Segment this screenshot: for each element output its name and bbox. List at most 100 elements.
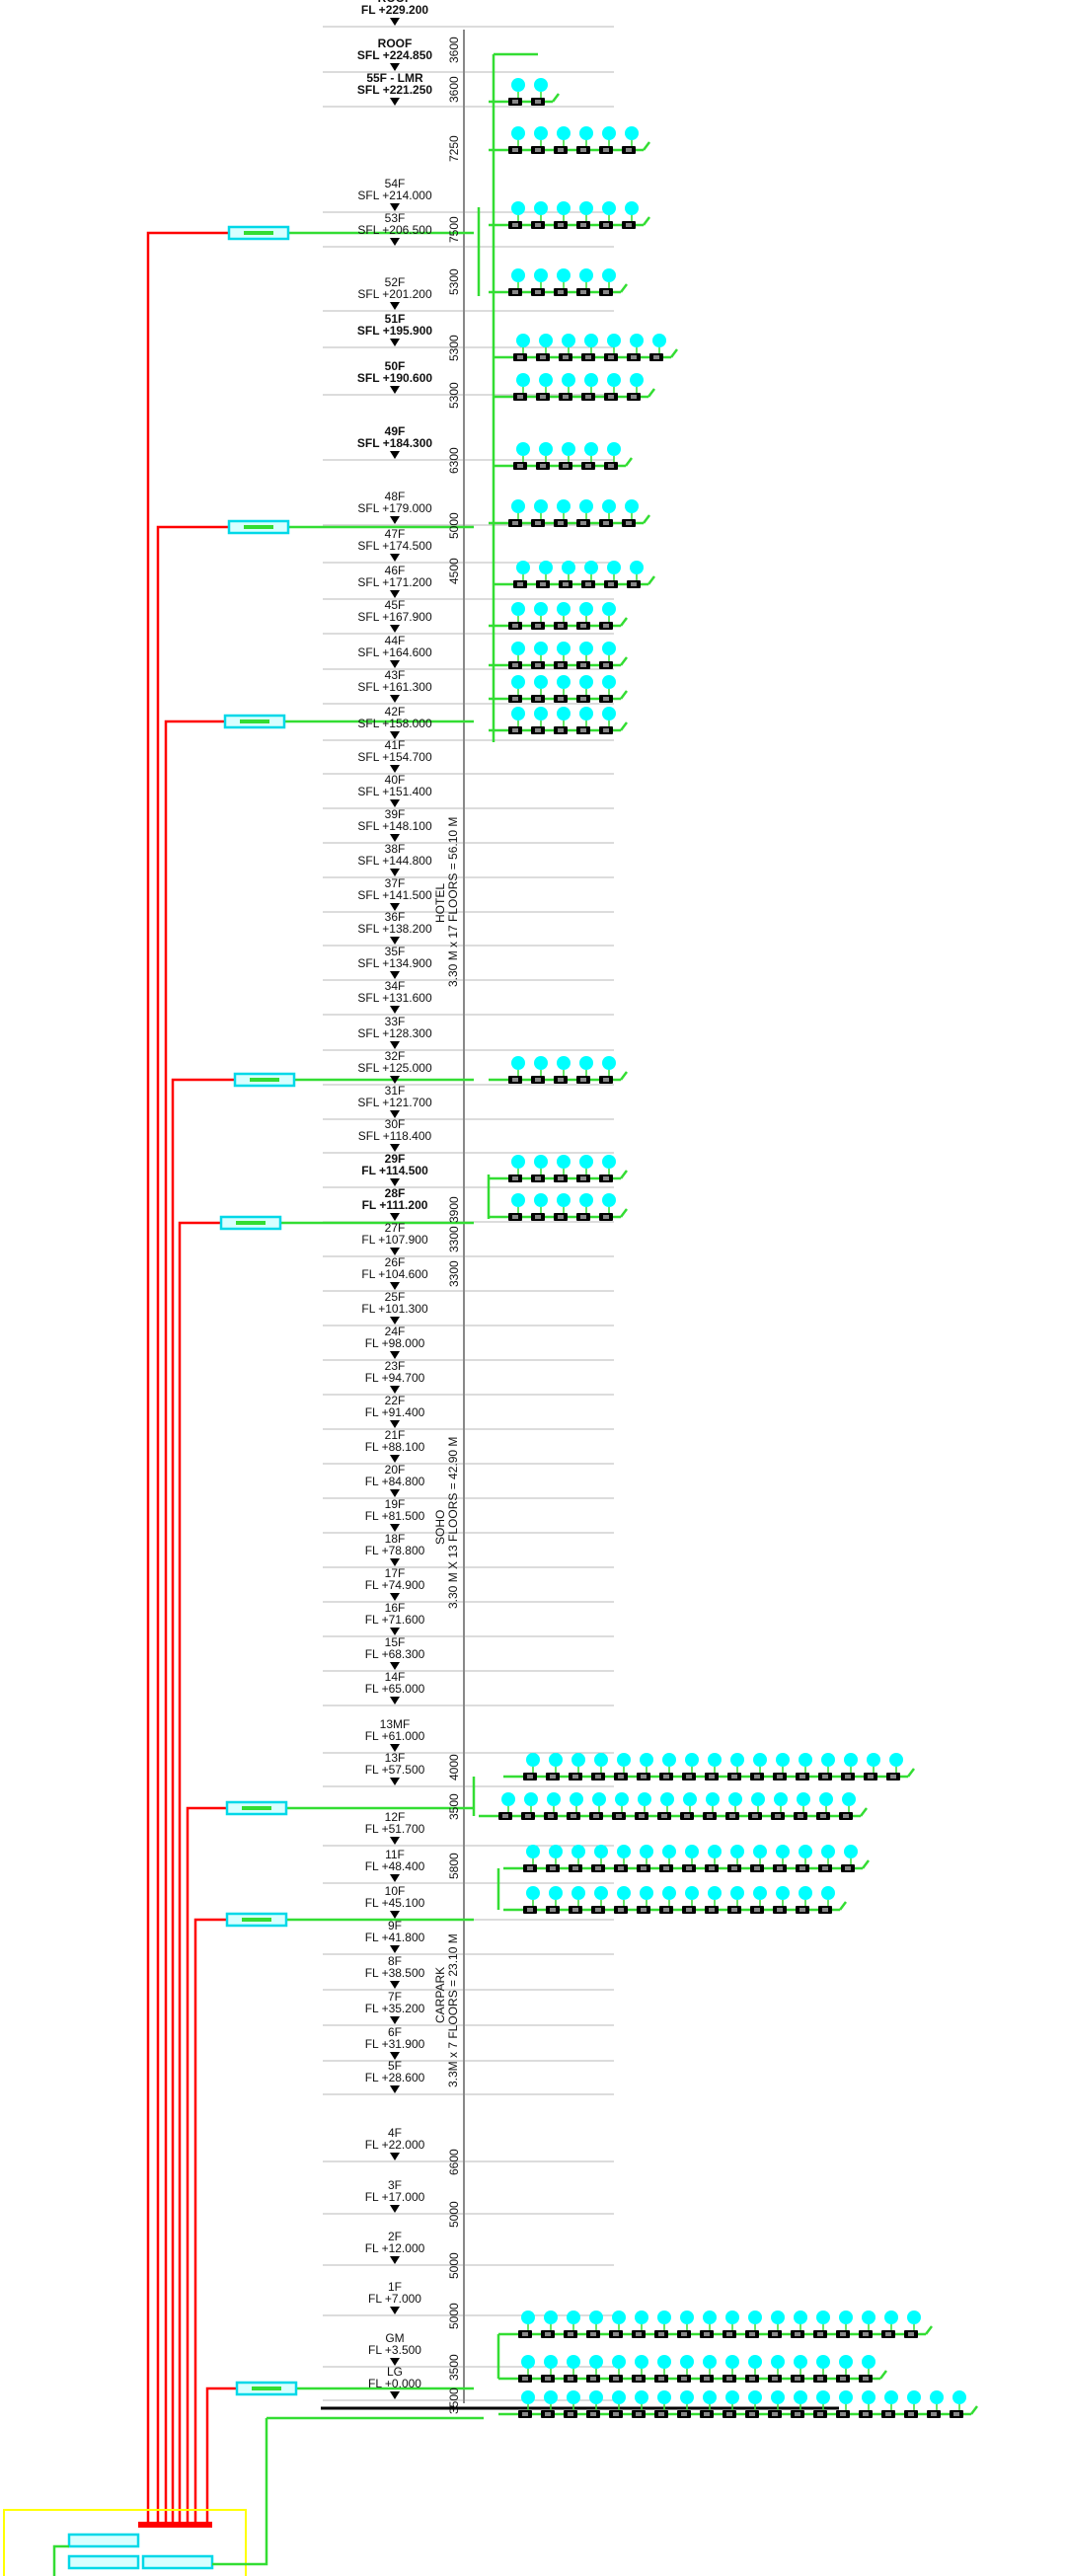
- level-name: 36F: [385, 910, 406, 924]
- branch-line: [620, 721, 628, 731]
- detector-icon: [725, 2355, 739, 2369]
- detector-icon: [557, 126, 571, 140]
- level-marker: [390, 386, 400, 394]
- detector-icon: [602, 1056, 616, 1070]
- terminal-box: [535, 148, 541, 152]
- detector-icon: [534, 201, 548, 215]
- terminal-box: [580, 697, 586, 701]
- level-marker: [390, 1697, 400, 1705]
- terminal-box: [681, 2377, 687, 2381]
- base-link: [52, 2544, 69, 2576]
- device-rows: [498, 78, 966, 2418]
- level-name: 25F: [385, 1290, 406, 1304]
- level-marker: [390, 2205, 400, 2213]
- terminal-box: [795, 2332, 800, 2336]
- terminal-box: [704, 2377, 710, 2381]
- terminal-box: [512, 1176, 518, 1180]
- level-name: 1F: [388, 2280, 402, 2294]
- detector-icon: [819, 1792, 833, 1806]
- detector-icon: [816, 2390, 830, 2404]
- level-marker: [390, 731, 400, 739]
- detector-icon: [567, 2311, 580, 2324]
- terminal-box: [580, 1176, 586, 1180]
- zone-label-carpark-name: CARPARK: [433, 1967, 447, 2023]
- level-elevation: SFL +221.250: [357, 83, 432, 97]
- level-marker: [390, 1041, 400, 1049]
- terminal-box: [535, 728, 541, 732]
- terminal-box: [512, 728, 518, 732]
- detector-icon: [557, 675, 571, 689]
- floor-dimension: 7500: [447, 216, 461, 243]
- level-marker: [390, 1213, 400, 1221]
- panel-indicator: [250, 1078, 279, 1082]
- terminal-box: [558, 728, 564, 732]
- terminal-box: [580, 663, 586, 667]
- detector-icon: [862, 2390, 876, 2404]
- terminal-box: [540, 464, 546, 468]
- floor-dimension: 3900: [447, 1196, 461, 1223]
- detector-icon: [640, 1845, 653, 1858]
- detector-icon: [799, 1886, 812, 1900]
- level-elevation: FL +3.500: [368, 2343, 421, 2357]
- level-elevation: FL +38.500: [365, 1966, 425, 1980]
- terminal-box: [613, 2412, 619, 2416]
- detector-icon: [534, 1193, 548, 1207]
- terminal-box: [558, 521, 564, 525]
- level-elevation: SFL +195.900: [357, 324, 432, 338]
- detector-icon: [602, 126, 616, 140]
- terminal-box: [517, 582, 523, 586]
- level-elevation: FL +51.700: [365, 1822, 425, 1836]
- level-name: 3F: [388, 2178, 402, 2192]
- terminal-box: [631, 395, 637, 399]
- detector-icon: [549, 1845, 563, 1858]
- detector-icon: [579, 1155, 593, 1169]
- terminal-box: [777, 1775, 783, 1779]
- branch-line: [879, 2370, 887, 2380]
- level-elevation: SFL +214.000: [357, 189, 432, 202]
- level-marker: [390, 1524, 400, 1532]
- terminal-box: [512, 521, 518, 525]
- terminal-box: [608, 395, 614, 399]
- panel-indicator: [240, 720, 269, 723]
- branch-line: [552, 93, 560, 103]
- level-name: ROOF: [378, 37, 413, 50]
- detector-icon: [521, 2311, 535, 2324]
- detector-icon: [771, 2390, 785, 2404]
- branch-line: [620, 1071, 628, 1081]
- level-elevation: FL +81.500: [365, 1509, 425, 1523]
- level-elevation: FL +94.700: [365, 1371, 425, 1385]
- terminal-box: [563, 355, 569, 359]
- level-name: ROOF: [378, 0, 413, 5]
- level-elevation: SFL +206.500: [357, 223, 432, 237]
- level-marker: [390, 1837, 400, 1845]
- detector-icon: [748, 2390, 762, 2404]
- detector-icon: [662, 1845, 676, 1858]
- detector-icon: [557, 642, 571, 655]
- detector-icon: [526, 1753, 540, 1767]
- detector-icon: [703, 2355, 717, 2369]
- detector-icon: [844, 1753, 858, 1767]
- terminal-box: [603, 728, 609, 732]
- level-marker: [390, 1282, 400, 1290]
- terminal-box: [726, 2332, 732, 2336]
- terminal-box: [585, 464, 591, 468]
- branch-line: [620, 690, 628, 700]
- detector-icon: [571, 1886, 585, 1900]
- terminal-box: [626, 223, 632, 227]
- terminal-box: [908, 2412, 914, 2416]
- level-marker: [390, 2256, 400, 2264]
- level-elevation: SFL +125.000: [357, 1061, 432, 1075]
- branch-line: [860, 1807, 868, 1817]
- main-panel: [141, 2554, 214, 2570]
- terminal-box: [681, 2332, 687, 2336]
- level-elevation: FL +31.900: [365, 2037, 425, 2051]
- terminal-box: [590, 2332, 596, 2336]
- detector-icon: [511, 126, 525, 140]
- detector-icon: [753, 1845, 767, 1858]
- terminal-box: [603, 1078, 609, 1082]
- detector-icon: [602, 675, 616, 689]
- level-elevation: FL +35.200: [365, 2002, 425, 2015]
- detector-icon: [562, 373, 575, 387]
- level-marker: [390, 937, 400, 945]
- terminal-box: [618, 1866, 624, 1870]
